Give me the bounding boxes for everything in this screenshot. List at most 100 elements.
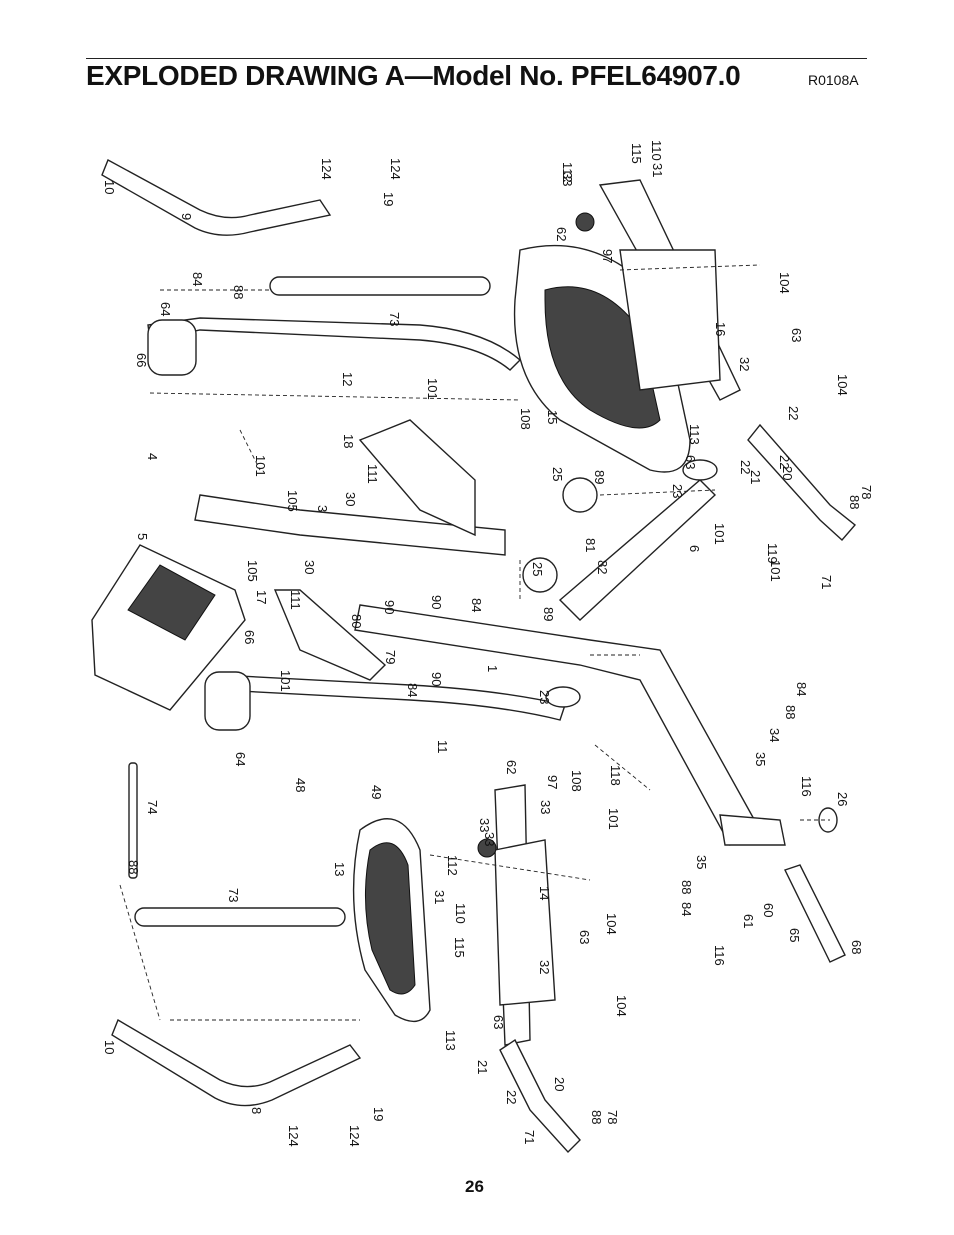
part-label: 71 xyxy=(522,1130,537,1144)
part-label: 19 xyxy=(381,192,396,206)
right-cover xyxy=(358,419,476,537)
part-label: 10 xyxy=(102,1040,117,1054)
part-label: 64 xyxy=(158,302,173,316)
part-label: 33 xyxy=(538,800,553,814)
part-label: 33 xyxy=(560,172,575,186)
part-label: 118 xyxy=(608,765,623,786)
pulley-lower xyxy=(545,686,581,708)
part-label: 89 xyxy=(541,607,556,621)
part-label: 60 xyxy=(761,903,776,917)
part-label: 63 xyxy=(789,328,804,342)
part-label: 8 xyxy=(249,1107,264,1114)
part-label: 5 xyxy=(135,533,150,540)
part-label: 90 xyxy=(382,600,397,614)
part-label: 48 xyxy=(293,778,308,792)
part-label: 112 xyxy=(560,162,575,183)
part-number-labels: 1345689101011121314151617181919202021212… xyxy=(102,140,874,1147)
part-label: 101 xyxy=(278,670,293,692)
part-label: 74 xyxy=(145,800,160,814)
part-label: 88 xyxy=(126,860,141,874)
part-label: 20 xyxy=(780,466,795,480)
part-label: 35 xyxy=(753,752,768,766)
part-label: 111 xyxy=(365,464,380,484)
left-pedal xyxy=(494,839,556,1006)
part-label: 22 xyxy=(777,455,792,469)
sprocket-upper xyxy=(575,212,595,232)
part-label: 110 xyxy=(649,140,664,161)
part-label: 108 xyxy=(518,408,533,430)
part-label: 84 xyxy=(190,272,205,286)
rear-stabilizer xyxy=(784,864,846,963)
part-label: 4 xyxy=(145,453,160,460)
part-label: 21 xyxy=(748,470,763,484)
part-label: 32 xyxy=(737,357,752,371)
left-cover xyxy=(273,589,387,681)
part-label: 30 xyxy=(343,492,358,506)
part-label: 20 xyxy=(552,1077,567,1091)
part-label: 97 xyxy=(545,775,560,789)
drawing-reference-code: R0108A xyxy=(808,72,859,88)
part-label: 124 xyxy=(347,1125,362,1147)
part-label: 108 xyxy=(569,770,584,792)
part-label: 19 xyxy=(371,1107,386,1121)
pulley-upper xyxy=(682,459,718,481)
part-label: 22 xyxy=(786,406,801,420)
wheel-upper xyxy=(562,477,598,513)
part-label: 112 xyxy=(445,855,460,876)
part-label: 81 xyxy=(583,538,598,552)
crank-frame xyxy=(558,479,717,621)
part-label: 119 xyxy=(765,543,780,564)
part-label: 15 xyxy=(545,410,560,424)
tube-73-upper xyxy=(269,276,491,296)
part-label: 64 xyxy=(233,752,248,766)
part-label: 23 xyxy=(670,484,685,498)
part-label: 33 xyxy=(477,818,492,832)
part-label: 105 xyxy=(285,490,300,512)
part-label: 104 xyxy=(604,913,619,935)
part-label: 101 xyxy=(425,378,440,400)
part-label: 97 xyxy=(600,249,615,263)
part-label: 12 xyxy=(340,372,355,386)
axle xyxy=(128,762,138,879)
part-label: 9 xyxy=(179,213,194,220)
part-label: 80 xyxy=(349,614,364,628)
part-label: 25 xyxy=(550,467,565,481)
part-label: 10 xyxy=(102,180,117,194)
part-label: 31 xyxy=(650,163,665,177)
part-label: 63 xyxy=(683,455,698,469)
part-label: 62 xyxy=(504,760,519,774)
part-label: 110 xyxy=(453,903,468,924)
part-label: 73 xyxy=(226,888,241,902)
part-label: 62 xyxy=(554,227,569,241)
part-label: 89 xyxy=(592,470,607,484)
part-label: 21 xyxy=(475,1060,490,1074)
crank-arm-upper xyxy=(747,423,857,542)
page-number: 26 xyxy=(465,1177,484,1196)
part-label: 22 xyxy=(738,460,753,474)
part-label: 88 xyxy=(847,495,862,509)
part-label: 88 xyxy=(231,285,246,299)
part-label: 113 xyxy=(443,1030,458,1051)
handlebar-lower xyxy=(111,1018,362,1107)
part-label: 116 xyxy=(799,776,814,797)
part-label: 124 xyxy=(319,158,334,180)
part-label: 13 xyxy=(332,862,347,876)
part-label: 78 xyxy=(859,485,874,499)
part-label: 34 xyxy=(767,728,782,742)
part-label: 73 xyxy=(387,312,402,326)
part-label: 84 xyxy=(679,902,694,916)
part-label: 101 xyxy=(253,455,268,477)
sprocket-lower xyxy=(477,838,497,858)
part-label: 90 xyxy=(429,672,444,686)
part-label: 18 xyxy=(341,434,356,448)
part-label: 66 xyxy=(242,630,257,644)
part-label: 113 xyxy=(687,424,702,445)
part-label: 82 xyxy=(595,560,610,574)
left-shroud-grille xyxy=(364,842,416,995)
part-label: 6 xyxy=(687,545,702,552)
part-label: 101 xyxy=(712,523,727,545)
part-label: 105 xyxy=(245,560,260,582)
part-label: 111 xyxy=(288,590,303,610)
crank-arm-lower xyxy=(499,1038,581,1154)
part-label: 1 xyxy=(485,665,500,672)
